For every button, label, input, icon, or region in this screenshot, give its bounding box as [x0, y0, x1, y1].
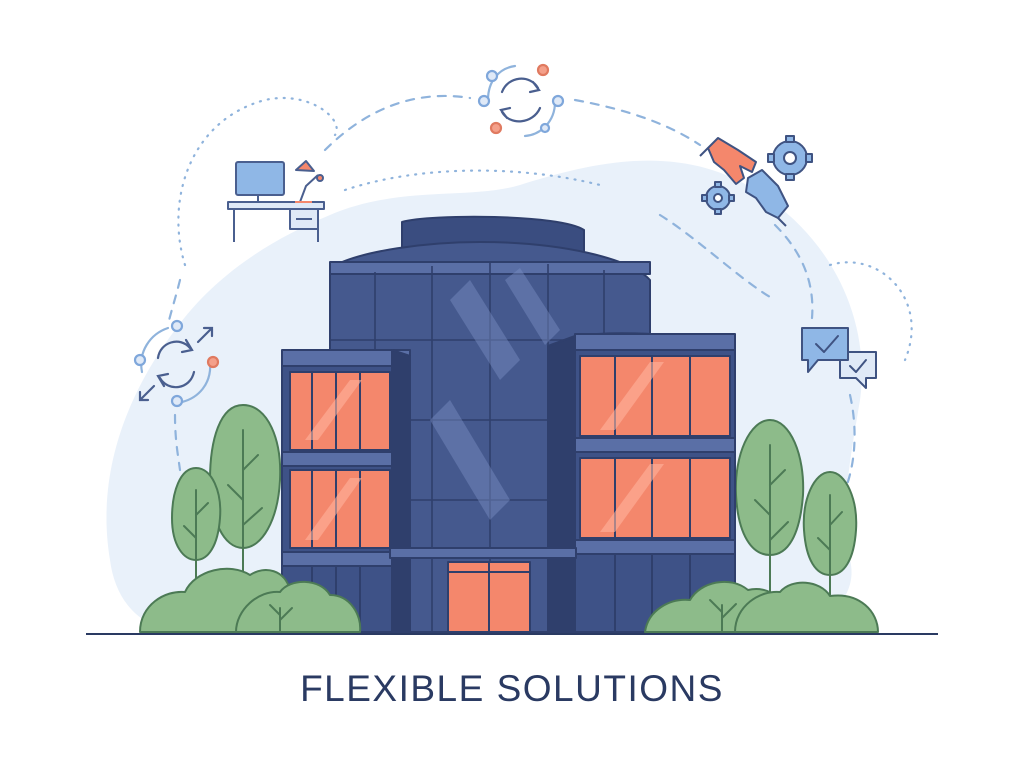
- exchange-cycle-icon: [133, 319, 220, 408]
- desk-workstation-icon: [227, 160, 325, 242]
- connector-lines: [166, 94, 913, 492]
- right-wing-windows: [579, 355, 731, 539]
- hands-gears-icon: [699, 135, 813, 227]
- caption-title: FLEXIBLE SOLUTIONS: [300, 668, 724, 709]
- office-building: [281, 215, 736, 633]
- trees-right: [734, 419, 858, 616]
- chat-check-icon: [801, 327, 877, 389]
- bushes: [139, 567, 879, 633]
- sync-network-icon: [477, 63, 565, 138]
- trees-left: [171, 404, 282, 601]
- left-wing-windows: [289, 371, 391, 549]
